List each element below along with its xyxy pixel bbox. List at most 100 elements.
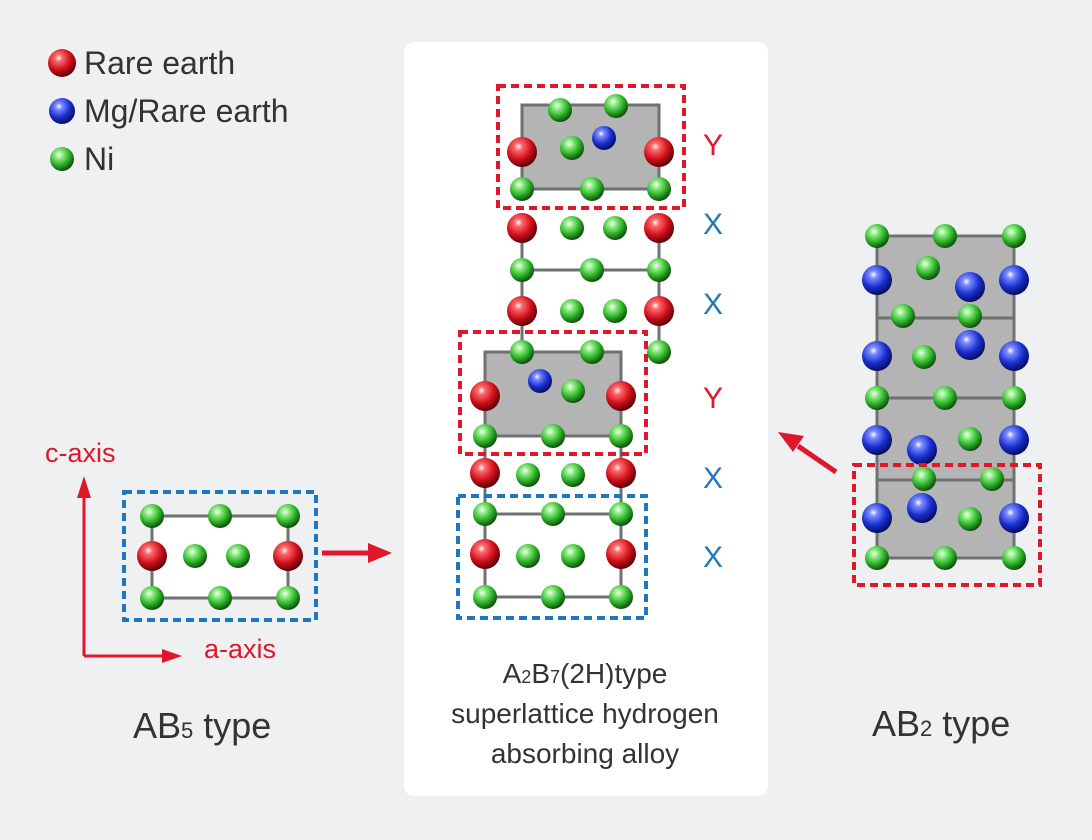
ni-atom (1002, 386, 1026, 410)
ni-atom (958, 427, 982, 451)
layer-label-x: X (703, 541, 723, 574)
ni-atom (865, 546, 889, 570)
ni-atom (516, 463, 540, 487)
ni-atom (603, 299, 627, 323)
ni-atom (933, 546, 957, 570)
a2b7-ab5-box (456, 494, 648, 620)
legend-mg-rare-earth-label: Mg/Rare earth (84, 93, 289, 129)
ab2-atoms (862, 224, 1029, 570)
ni-atom (548, 98, 572, 122)
layer-label-x: X (703, 462, 723, 495)
ni-atom (933, 386, 957, 410)
mg-rare-earth-atom (862, 503, 892, 533)
rare-earth-atom (137, 541, 167, 571)
axis-lines (82, 490, 170, 658)
mg-rare-earth-atom (528, 369, 552, 393)
mg-rare-earth-atom (862, 425, 892, 455)
layer-labels: Y X X Y X X (703, 129, 723, 574)
rare-earth-atom (470, 539, 500, 569)
ni-atom (276, 586, 300, 610)
layer-label-y: Y (703, 382, 723, 415)
ni-atom (958, 507, 982, 531)
c-axis-arrowhead (77, 476, 91, 498)
ni-atom (980, 467, 1004, 491)
rare-earth-atom (470, 458, 500, 488)
mg-rare-earth-atom (955, 330, 985, 360)
ni-atom (510, 258, 534, 282)
legend-ni-label: Ni (84, 141, 114, 177)
ni-atom (1002, 224, 1026, 248)
ni-atom (647, 177, 671, 201)
mg-rare-earth-atom (592, 126, 616, 150)
ni-atom (560, 216, 584, 240)
a2b7-panel: Y X X Y X X A2B7(2H)type superlattice hy… (404, 42, 768, 796)
ab5-structure: c-axis a-axis AB5 type (45, 438, 318, 746)
a-axis-arrowhead (162, 649, 182, 663)
ni-atom (510, 340, 534, 364)
ni-atom (560, 136, 584, 160)
ni-atom (473, 585, 497, 609)
ni-atom (140, 504, 164, 528)
arrow-ab5-to-a2b7 (322, 543, 392, 563)
ni-atom (473, 502, 497, 526)
rare-earth-atom (273, 541, 303, 571)
ni-atom (958, 304, 982, 328)
mg-rare-earth-atom (862, 265, 892, 295)
ni-atom (580, 340, 604, 364)
ni-atom (208, 586, 232, 610)
a2b7-caption-line2: superlattice hydrogen (451, 698, 719, 729)
a2b7-atoms (470, 94, 674, 609)
a2b7-caption-line3: absorbing alloy (491, 738, 679, 769)
c-axis-label: c-axis (45, 438, 116, 468)
ni-atom (561, 379, 585, 403)
ab2-structure: AB2 type (852, 224, 1042, 744)
mg-rare-earth-atom (907, 435, 937, 465)
ni-atom (580, 258, 604, 282)
ni-atom (541, 424, 565, 448)
ni-atom (473, 424, 497, 448)
arrow-ab2-to-a2b7 (778, 432, 838, 475)
ni-atom (916, 256, 940, 280)
ni-atom (226, 544, 250, 568)
ni-atom (140, 586, 164, 610)
rare-earth-atom (507, 213, 537, 243)
ni-atom (647, 258, 671, 282)
layer-label-y: Y (703, 129, 723, 162)
legend-rare-earth-label: Rare earth (84, 45, 235, 81)
ni-atom (647, 340, 671, 364)
ab2-title: AB2 type (872, 703, 1010, 744)
legend-mg-rare-earth-atom (49, 98, 75, 124)
mg-rare-earth-atom (955, 272, 985, 302)
a2b7-caption-line1: A2B7(2H)type (503, 658, 668, 689)
rare-earth-atom (606, 539, 636, 569)
ni-atom (1002, 546, 1026, 570)
a2b7-lower-ab2-box (458, 330, 648, 456)
ni-atom (208, 504, 232, 528)
ni-atom (541, 502, 565, 526)
ab5-atoms (137, 504, 303, 610)
ni-atom (603, 216, 627, 240)
ni-atom (516, 544, 540, 568)
a2b7-lower-cell (483, 350, 623, 438)
ni-atom (912, 345, 936, 369)
ni-atom (541, 585, 565, 609)
a-axis-label: a-axis (204, 634, 276, 664)
ab5-cell (150, 514, 290, 600)
ni-atom (580, 177, 604, 201)
ni-atom (604, 94, 628, 118)
layer-label-x: X (703, 208, 723, 241)
rare-earth-atom (644, 137, 674, 167)
mg-rare-earth-atom (999, 425, 1029, 455)
mg-rare-earth-atom (862, 341, 892, 371)
ni-atom (891, 304, 915, 328)
ni-atom (609, 585, 633, 609)
rare-earth-atom (644, 296, 674, 326)
legend-rare-earth-atom (48, 49, 76, 77)
ni-atom (560, 299, 584, 323)
a2b7-upper-cell (520, 103, 661, 191)
rare-earth-atom (606, 381, 636, 411)
mg-rare-earth-atom (999, 503, 1029, 533)
ab2-dashed-box (852, 463, 1042, 587)
ni-atom (276, 504, 300, 528)
ni-atom (561, 544, 585, 568)
